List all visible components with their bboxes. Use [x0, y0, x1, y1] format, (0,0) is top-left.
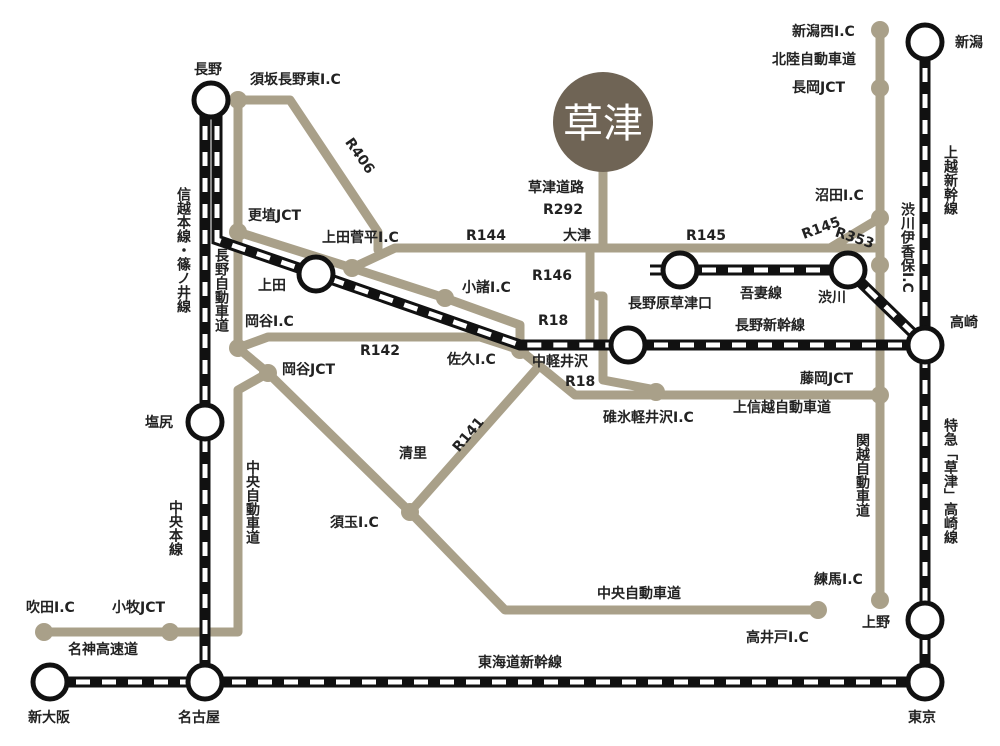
label-nagano-expy: 長野自動車道	[213, 248, 229, 333]
label-agatsuma: 吾妻線	[740, 285, 782, 302]
label-okaya-jct: 岡谷JCT	[282, 362, 335, 378]
road-r144	[347, 243, 885, 273]
label-niigata: 新潟	[955, 34, 983, 51]
label-shibukawa-ikaho: 渋川伊香保I.C	[899, 201, 916, 292]
ic-dot-komaki	[161, 623, 179, 641]
label-saku: 佐久I.C	[446, 351, 496, 368]
label-tokaido-shinkansen: 東海道新幹線	[478, 654, 562, 671]
label-meishin: 名神高速道	[68, 641, 138, 658]
station-nagoya	[185, 662, 225, 702]
ic-dot-niigata-nishi	[871, 21, 889, 39]
label-r146: R146	[532, 268, 572, 284]
label-usui: 碓氷軽井沢I.C	[603, 409, 694, 426]
label-okaya-ic: 岡谷I.C	[245, 314, 294, 330]
label-chuo-expy-v: 中央自動車道	[244, 459, 260, 545]
ic-dot-sudama	[401, 503, 419, 521]
label-r145a: R145	[686, 228, 726, 244]
label-nagano: 長野	[194, 62, 222, 78]
label-joshinetsu: 上信越自動車道	[733, 399, 831, 416]
station-nakakaruizawa	[608, 325, 648, 365]
road-r406	[233, 95, 383, 255]
road-r145	[825, 213, 885, 253]
station-labels: 長野 上田 塩尻 名古屋 新大阪 東京 上野 高崎 新潟 渋川 長野原草津口 中…	[28, 34, 983, 726]
label-ueda: 上田	[258, 278, 286, 294]
station-tokyo	[905, 662, 945, 702]
label-r142: R142	[360, 343, 400, 359]
station-shiojiri	[185, 402, 225, 442]
label-ueda-sugadaira: 上田菅平I.C	[322, 229, 399, 246]
station-ueno	[905, 600, 945, 640]
label-sudama: 須玉I.C	[329, 515, 379, 531]
label-chuo-expy-h: 中央自動車道	[597, 585, 681, 602]
ic-dot-fujioka	[871, 386, 889, 404]
ic-dot-numata	[871, 209, 889, 227]
road-r141	[405, 360, 545, 517]
line-labels: 信越本線・篠ノ井線 中央本線 東海道新幹線 上越新幹線 長野新幹線 吾妻線 特急…	[167, 145, 959, 671]
label-komoro: 小諸I.C	[462, 279, 511, 296]
label-fujioka: 藤岡JCT	[800, 370, 853, 387]
label-nagoya: 名古屋	[178, 709, 220, 726]
label-joetsu-shinkansen: 上越新幹線	[942, 145, 959, 216]
label-takaido: 高井戸I.C	[746, 629, 809, 646]
station-nagano	[191, 80, 231, 120]
label-suzaka: 須坂長野東I.C	[249, 71, 341, 88]
ic-dot-suita	[35, 623, 53, 641]
label-suita: 吹田I.C	[26, 599, 75, 616]
station-ueda	[296, 254, 336, 294]
label-shinetsu-shinonoi: 信越本線・篠ノ井線	[175, 186, 192, 314]
station-takasaki	[905, 325, 945, 365]
label-ueno: 上野	[862, 615, 890, 631]
label-nagano-shinkansen: 長野新幹線	[735, 317, 805, 334]
label-r18a: R18	[538, 313, 568, 329]
interchange-labels: 須坂長野東I.C 更埴JCT 上田菅平I.C 小諸I.C 岡谷I.C 岡谷JCT…	[26, 23, 864, 646]
ic-dot-okaya-ic	[229, 339, 247, 357]
station-shin-osaka	[30, 662, 70, 702]
label-kusatsu-michi: 草津道路	[528, 179, 585, 196]
label-shin-osaka: 新大阪	[28, 709, 71, 726]
label-r406: R406	[341, 135, 377, 177]
label-niigata-nishi: 新潟西I.C	[792, 23, 855, 40]
label-shibukawa: 渋川	[818, 289, 846, 306]
label-chuo-honsen: 中央本線	[167, 499, 183, 557]
station-niigata	[905, 22, 945, 62]
ic-dot-ueda-sugadaira	[343, 259, 361, 277]
label-tokyo: 東京	[908, 709, 936, 726]
label-nakakaruizawa: 中軽井沢	[532, 353, 589, 370]
kusatsu-brand: 草津	[553, 72, 653, 172]
label-numata: 沼田I.C	[815, 188, 864, 204]
ic-dot-suzaka	[229, 91, 247, 109]
label-r144: R144	[466, 228, 506, 244]
label-shiojiri: 塩尻	[145, 414, 173, 431]
label-nerima: 練馬I.C	[814, 571, 863, 588]
road-r18	[593, 291, 661, 395]
ic-dot-koshoku	[229, 223, 247, 241]
stations	[30, 22, 945, 702]
ic-dot-takaido	[809, 601, 827, 619]
ic-dot-komoro	[436, 289, 454, 307]
station-naganohara	[660, 250, 700, 290]
road-chuo-expressway	[39, 368, 273, 637]
road-nagano-expressway	[233, 95, 823, 615]
label-r18b: R18	[565, 374, 595, 390]
label-otsu: 大津	[563, 227, 591, 244]
label-kiyosato: 清里	[399, 445, 427, 462]
label-kanetsu: 関越自動車道	[854, 433, 871, 518]
ic-dot-nagaoka	[871, 79, 889, 97]
label-hokuriku: 北陸自動車道	[772, 51, 856, 68]
label-takasaki: 高崎	[950, 314, 978, 331]
station-shibukawa	[828, 250, 868, 290]
ic-dot-usui	[647, 383, 665, 401]
kusatsu-brand-text: 草津	[563, 101, 643, 147]
kusatsu-brand-circle	[553, 72, 653, 172]
label-koshoku: 更埴JCT	[248, 207, 301, 224]
label-tokkyu-kusatsu: 特急「草津」高崎線	[942, 417, 958, 545]
label-naganohara: 長野原草津口	[628, 295, 712, 312]
ic-dot-shibukawa-ikaho	[871, 256, 889, 274]
label-komaki: 小牧JCT	[112, 599, 165, 616]
label-r292: R292	[543, 202, 583, 218]
ic-dot-okaya-jct	[259, 364, 277, 382]
ic-dot-nerima	[871, 591, 889, 609]
label-nagaoka: 長岡JCT	[792, 80, 845, 96]
